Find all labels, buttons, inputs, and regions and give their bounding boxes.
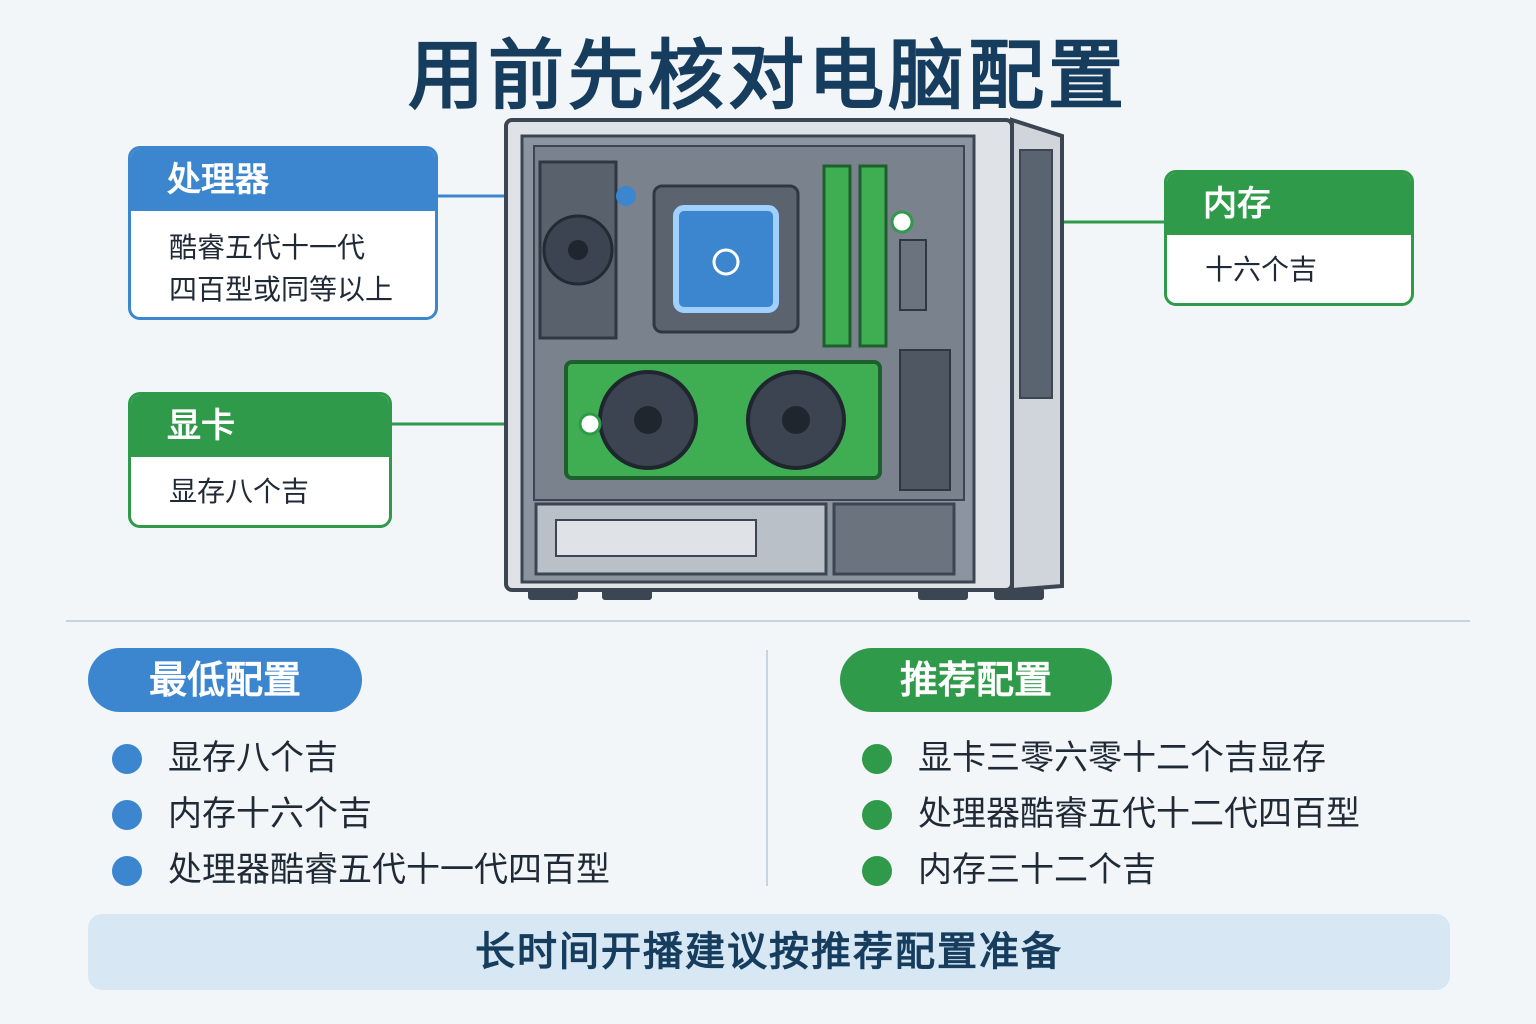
graphics-card-icon: [564, 360, 882, 480]
cpu-icon: [616, 184, 800, 334]
bullet-icon: [862, 856, 892, 886]
list-item: 处理器酷睿五代十一代四百型: [112, 842, 610, 898]
bullet-icon: [862, 800, 892, 830]
cpu-callout-line: 酷睿五代十一代: [169, 231, 366, 264]
cpu-callout: 处理器 酷睿五代十一代 四百型或同等以上: [128, 146, 438, 320]
list-item: 显存八个吉: [112, 730, 610, 786]
list-item: 处理器酷睿五代十二代四百型: [862, 786, 1360, 842]
minimum-config-badge: 最低配置: [88, 648, 362, 712]
cpu-callout-line: 四百型或同等以上: [169, 273, 394, 306]
cpu-callout-label: 处理器: [131, 149, 435, 211]
bullet-icon: [112, 744, 142, 774]
minimum-config-list: 显存八个吉 内存十六个吉 处理器酷睿五代十一代四百型: [112, 730, 610, 898]
gpu-callout-line: 显存八个吉: [169, 475, 310, 508]
ram-icon: [822, 164, 914, 348]
pc-case-illustration: [392, 117, 1164, 600]
fan-icon: [538, 160, 618, 340]
list-item: 内存十六个吉: [112, 786, 610, 842]
page-title: 用前先核对电脑配置: [408, 31, 1128, 120]
vertical-divider: [766, 650, 768, 886]
ram-callout: 内存 十六个吉: [1164, 170, 1414, 306]
gpu-callout: 显卡 显存八个吉: [128, 392, 392, 528]
bullet-icon: [112, 800, 142, 830]
recommended-config-list: 显卡三零六零十二个吉显存 处理器酷睿五代十二代四百型 内存三十二个吉: [862, 730, 1360, 898]
recommendation-banner: 长时间开播建议按推荐配置准备: [88, 914, 1450, 990]
list-item: 内存三十二个吉: [862, 842, 1360, 898]
gpu-callout-label: 显卡: [131, 395, 389, 457]
bullet-icon: [862, 744, 892, 774]
bullet-icon: [112, 856, 142, 886]
ram-callout-line: 十六个吉: [1205, 253, 1318, 286]
list-item: 显卡三零六零十二个吉显存: [862, 730, 1360, 786]
ram-callout-label: 内存: [1167, 173, 1411, 235]
recommended-config-badge: 推荐配置: [840, 648, 1112, 712]
horizontal-divider: [66, 620, 1470, 622]
